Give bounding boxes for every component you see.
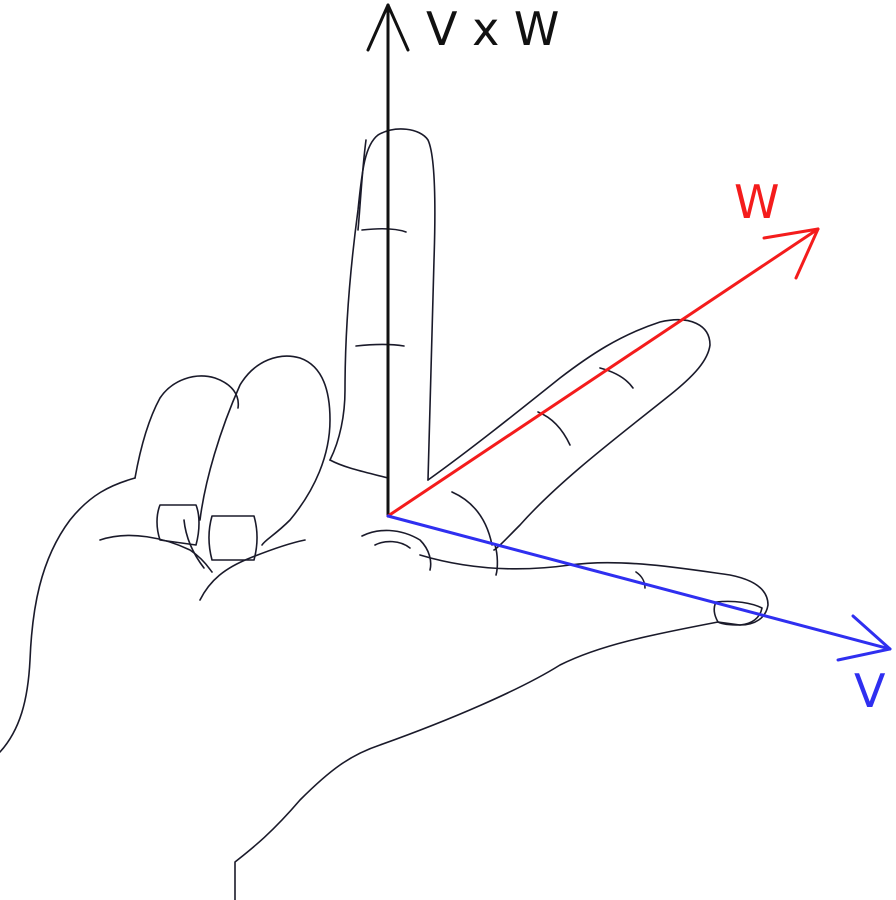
index-knuckle-1 xyxy=(361,227,407,233)
index-finger-outline xyxy=(329,128,436,481)
thumb-web xyxy=(374,540,411,549)
thumb-knuckle-2 xyxy=(494,544,499,576)
curled-finger xyxy=(199,355,331,546)
index-finger-side xyxy=(357,139,367,231)
thumb-base xyxy=(361,529,432,571)
hand-drawing xyxy=(0,128,769,900)
ring-fingernail xyxy=(156,504,200,546)
index-knuckle-2 xyxy=(355,343,405,347)
v-arrowhead xyxy=(836,614,892,662)
ring-finger xyxy=(134,375,240,479)
middle-finger-web xyxy=(451,491,493,546)
curled-fingernail xyxy=(208,515,258,561)
hand-palm-outline xyxy=(0,477,136,753)
cross-product-label: V x W xyxy=(426,2,559,56)
index-finger-base xyxy=(329,459,389,479)
v-vector xyxy=(386,514,892,662)
thumb-knuckle-1 xyxy=(635,571,646,589)
middle-knuckle-1 xyxy=(599,367,634,389)
w-arrowhead xyxy=(762,227,820,280)
cross-product-vector xyxy=(366,3,410,518)
middle-finger-outline xyxy=(427,318,711,551)
middle-knuckle-2 xyxy=(537,411,571,446)
palm-crease-2 xyxy=(199,539,306,601)
palm-crease-1 xyxy=(99,534,213,573)
hand-wrist-outline xyxy=(234,621,719,900)
cross-product-arrowhead xyxy=(366,3,410,52)
w-arrow-shaft xyxy=(386,227,820,518)
thumb-nail xyxy=(713,600,763,626)
v-label: V xyxy=(854,664,886,718)
palm-crease-3 xyxy=(183,519,205,569)
w-vector xyxy=(386,227,820,518)
w-label: W xyxy=(734,175,779,229)
thumb-outline xyxy=(419,554,769,626)
v-arrow-shaft xyxy=(386,514,892,651)
